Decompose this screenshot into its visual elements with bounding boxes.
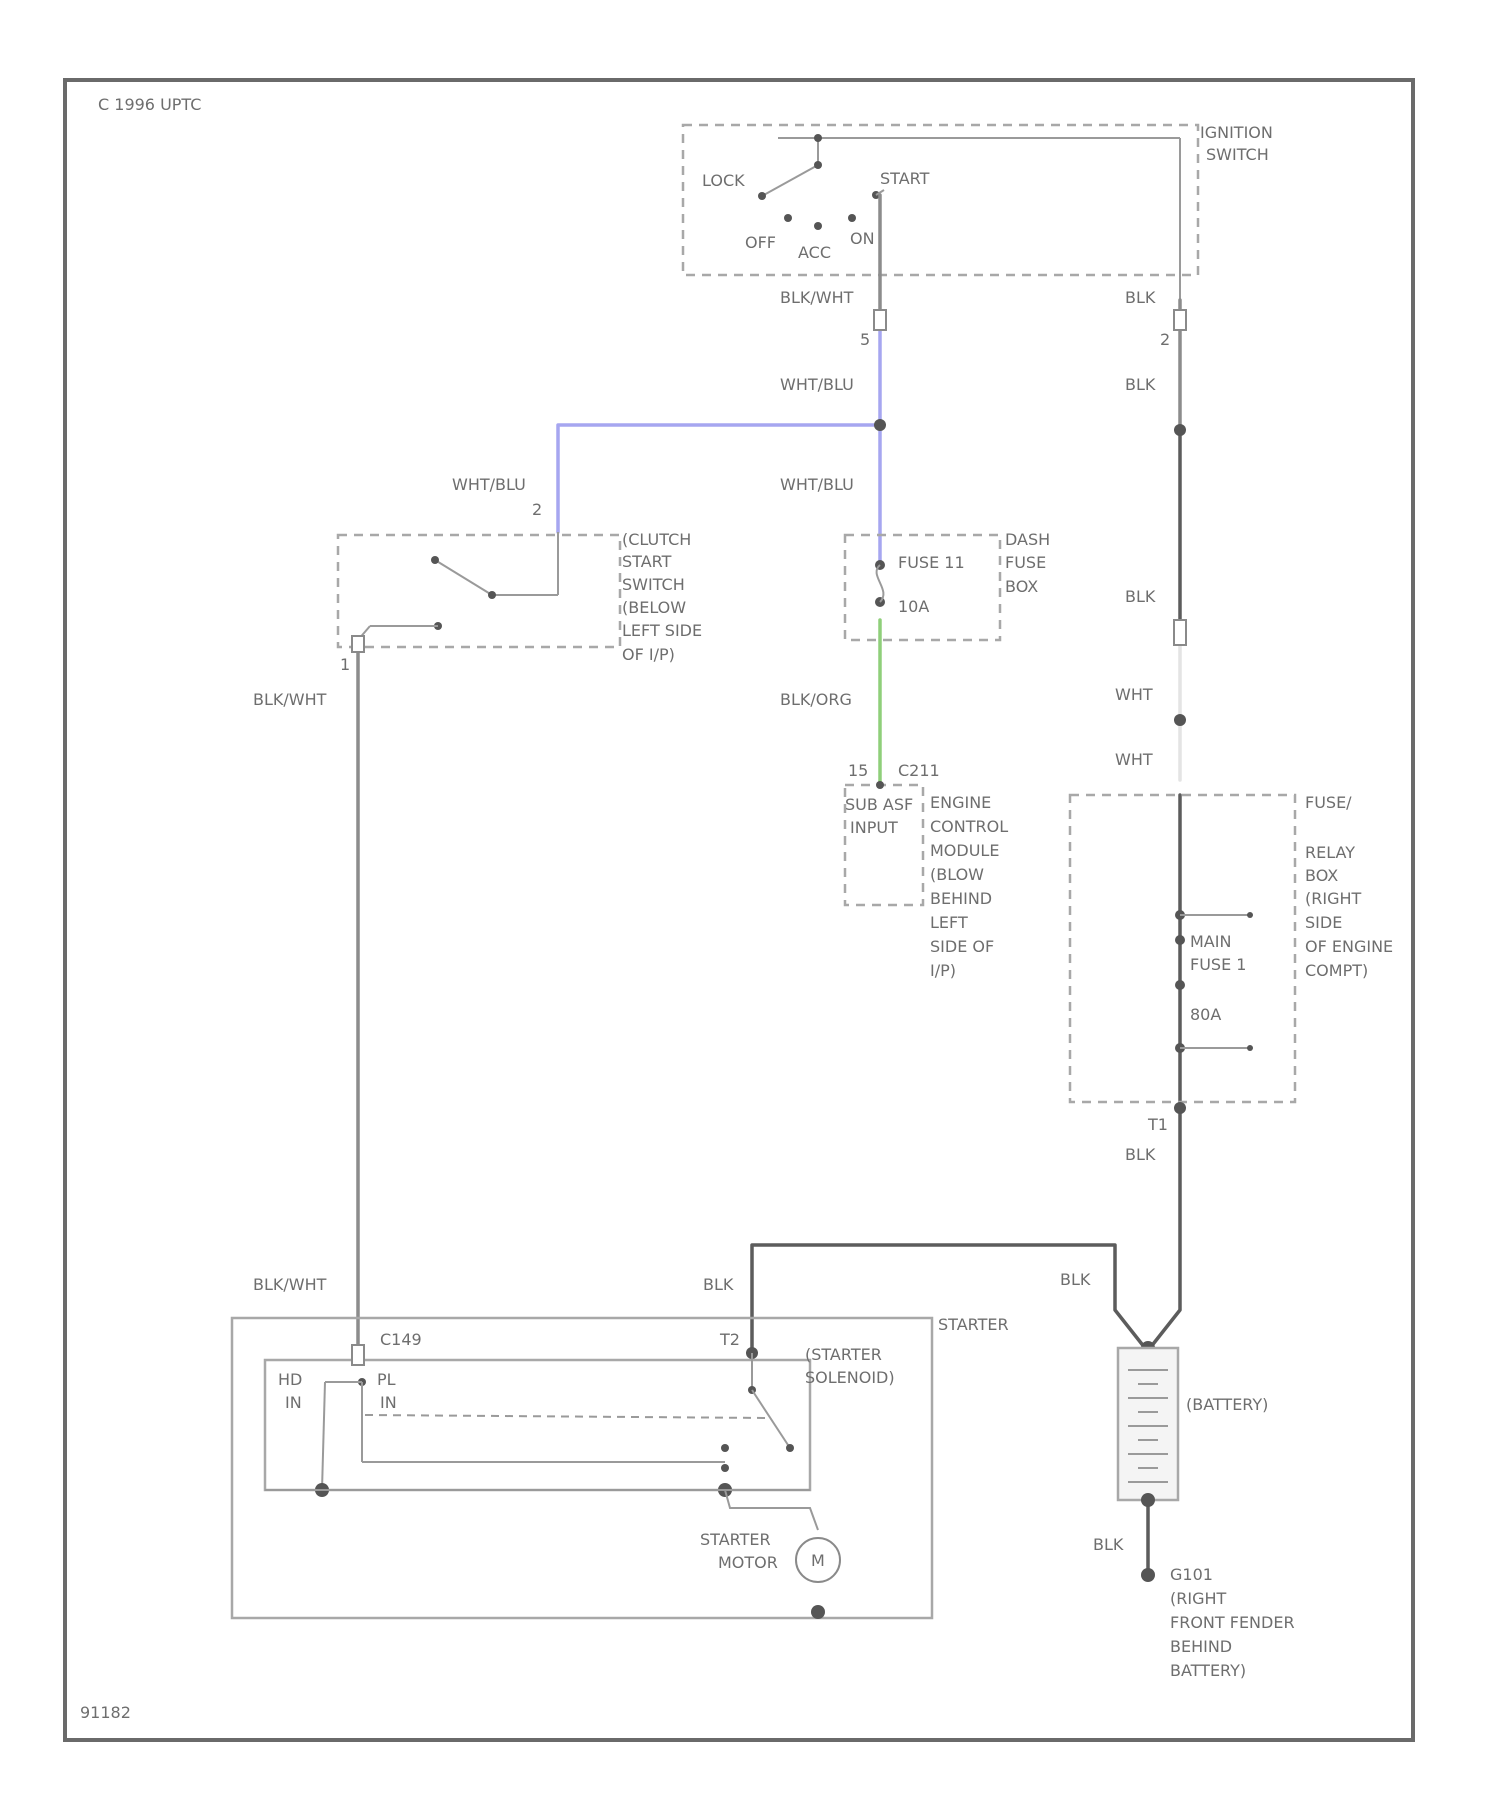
ecm-label-1: ENGINE bbox=[930, 793, 991, 812]
main-fuse-label-1: MAIN bbox=[1190, 932, 1231, 951]
fuse-relay-label-1: FUSE/ bbox=[1305, 793, 1352, 812]
label-blk-battery-pos: BLK bbox=[1060, 1270, 1091, 1289]
pin-ign-start: 5 bbox=[860, 330, 870, 349]
starter-terminal: T2 bbox=[719, 1330, 740, 1349]
hd-label-2: IN bbox=[285, 1393, 302, 1412]
clutch-label-5: LEFT SIDE bbox=[622, 621, 702, 640]
ecm-input-2: INPUT bbox=[850, 818, 898, 837]
ecm-input-1: SUB ASF bbox=[845, 795, 913, 814]
fuse-relay-terminal: T1 bbox=[1147, 1115, 1168, 1134]
figure-id: 91182 bbox=[80, 1703, 131, 1722]
pl-label-1: PL bbox=[377, 1370, 396, 1389]
dash-fuse-name: FUSE 11 bbox=[898, 553, 965, 572]
fuse-relay-label-6: OF ENGINE bbox=[1305, 937, 1393, 956]
label-blk-fusebox-out: BLK bbox=[1125, 1145, 1156, 1164]
label-blk-starter-t2: BLK bbox=[703, 1275, 734, 1294]
ground-label-1: (RIGHT bbox=[1170, 1589, 1227, 1608]
connector-ign-bat bbox=[1174, 310, 1186, 330]
battery: (BATTERY) bbox=[1118, 1341, 1268, 1507]
label-blk-wht-clutch: BLK/WHT bbox=[253, 690, 327, 709]
pin-ign-bat: 2 bbox=[1160, 330, 1170, 349]
ignition-position-lock: LOCK bbox=[702, 171, 745, 190]
starter-connector: C149 bbox=[380, 1330, 422, 1349]
ecm-connector: C211 bbox=[898, 761, 940, 780]
battery-label: (BATTERY) bbox=[1186, 1395, 1268, 1414]
splice-blk-upper bbox=[1174, 424, 1186, 436]
main-fuse-rating: 80A bbox=[1190, 1005, 1221, 1024]
ecm-label-4: (BLOW bbox=[930, 865, 984, 884]
ecm-label-7: SIDE OF bbox=[930, 937, 994, 956]
pl-label-2: IN bbox=[380, 1393, 397, 1412]
label-wht-blu-upper: WHT/BLU bbox=[780, 375, 854, 394]
clutch-label-4: (BELOW bbox=[622, 598, 686, 617]
connector-ign-start bbox=[874, 310, 886, 330]
starter-motor-label-1: STARTER bbox=[700, 1530, 771, 1549]
pin-clutch-out: 1 bbox=[340, 655, 350, 674]
engine-control-module: 15 C211 SUB ASF INPUT ENGINE CONTROL MOD… bbox=[845, 761, 1008, 980]
ignition-position-on: ON bbox=[850, 229, 875, 248]
ignition-position-acc: ACC bbox=[798, 243, 831, 262]
label-blk-upper: BLK bbox=[1125, 375, 1156, 394]
hd-label-1: HD bbox=[278, 1370, 302, 1389]
dash-fuse-box-label-3: BOX bbox=[1005, 577, 1038, 596]
label-blk-org: BLK/ORG bbox=[780, 690, 852, 709]
fuse-relay-label-2: RELAY bbox=[1305, 843, 1355, 862]
clutch-label-2: START bbox=[622, 552, 672, 571]
ecm-pin: 15 bbox=[848, 761, 868, 780]
ignition-position-start: START bbox=[880, 169, 930, 188]
fuse-relay-box: MAIN FUSE 1 80A T1 FUSE/ RELAY BOX (RIGH… bbox=[1070, 793, 1393, 1134]
ecm-label-8: I/P) bbox=[930, 961, 956, 980]
main-fuse-label-2: FUSE 1 bbox=[1190, 955, 1246, 974]
clutch-label-1: (CLUTCH bbox=[622, 530, 691, 549]
ignition-switch: IGNITION SWITCH LOCK START OFF ACC ON bbox=[683, 123, 1273, 300]
starter-motor-label-2: MOTOR bbox=[718, 1553, 778, 1572]
clutch-start-switch: 2 1 (CLUTCH START SWITCH (BELOW LEFT SID… bbox=[338, 500, 702, 674]
ignition-switch-label-2: SWITCH bbox=[1206, 145, 1269, 164]
label-wht-lower: WHT bbox=[1115, 750, 1153, 769]
ground-g101: G101 (RIGHT FRONT FENDER BEHIND BATTERY) bbox=[1141, 1565, 1295, 1680]
label-blk-mid: BLK bbox=[1125, 587, 1156, 606]
fuse-relay-label-3: BOX bbox=[1305, 866, 1338, 885]
ignition-position-off: OFF bbox=[745, 233, 776, 252]
fuse-relay-label-7: COMPT) bbox=[1305, 961, 1368, 980]
fuse-relay-label-5: SIDE bbox=[1305, 913, 1342, 932]
splice-wht bbox=[1174, 714, 1186, 726]
ecm-label-2: CONTROL bbox=[930, 817, 1008, 836]
ground-label-3: BEHIND bbox=[1170, 1637, 1232, 1656]
solenoid-label-1: (STARTER bbox=[805, 1345, 882, 1364]
clutch-label-6: OF I/P) bbox=[622, 645, 675, 664]
splice-wht-blu bbox=[874, 419, 886, 431]
dash-fuse-rating: 10A bbox=[898, 597, 929, 616]
ground-label-4: BATTERY) bbox=[1170, 1661, 1246, 1680]
ignition-switch-label-1: IGNITION bbox=[1200, 123, 1273, 142]
ecm-label-6: LEFT bbox=[930, 913, 968, 932]
label-blk-wht-starter: BLK/WHT bbox=[253, 1275, 327, 1294]
pin-clutch-in: 2 bbox=[532, 500, 542, 519]
solenoid-label-2: SOLENOID) bbox=[805, 1368, 895, 1387]
fuse-relay-label-4: (RIGHT bbox=[1305, 889, 1362, 908]
label-blk-ground: BLK bbox=[1093, 1535, 1124, 1554]
clutch-label-3: SWITCH bbox=[622, 575, 685, 594]
label-wht-upper: WHT bbox=[1115, 685, 1153, 704]
dash-fuse-box-label-2: FUSE bbox=[1005, 553, 1046, 572]
motor-symbol: M bbox=[811, 1551, 825, 1570]
label-wht-blu-clutch: WHT/BLU bbox=[452, 475, 526, 494]
ecm-label-3: MODULE bbox=[930, 841, 999, 860]
dash-fuse-box-label-1: DASH bbox=[1005, 530, 1050, 549]
starter-label: STARTER bbox=[938, 1315, 1009, 1334]
ground-id: G101 bbox=[1170, 1565, 1213, 1584]
copyright-label: C 1996 UPTC bbox=[98, 95, 201, 114]
dash-fuse-box: FUSE 11 10A DASH FUSE BOX bbox=[845, 530, 1050, 640]
ground-label-2: FRONT FENDER bbox=[1170, 1613, 1295, 1632]
starter: STARTER C149 T2 M HD IN PL IN (STARTER S… bbox=[232, 1315, 1009, 1619]
label-blk-ign: BLK bbox=[1125, 288, 1156, 307]
label-wht-blu-lower: WHT/BLU bbox=[780, 475, 854, 494]
connector-blk-wht bbox=[1174, 620, 1186, 645]
ecm-label-5: BEHIND bbox=[930, 889, 992, 908]
label-blk-wht-ign: BLK/WHT bbox=[780, 288, 854, 307]
